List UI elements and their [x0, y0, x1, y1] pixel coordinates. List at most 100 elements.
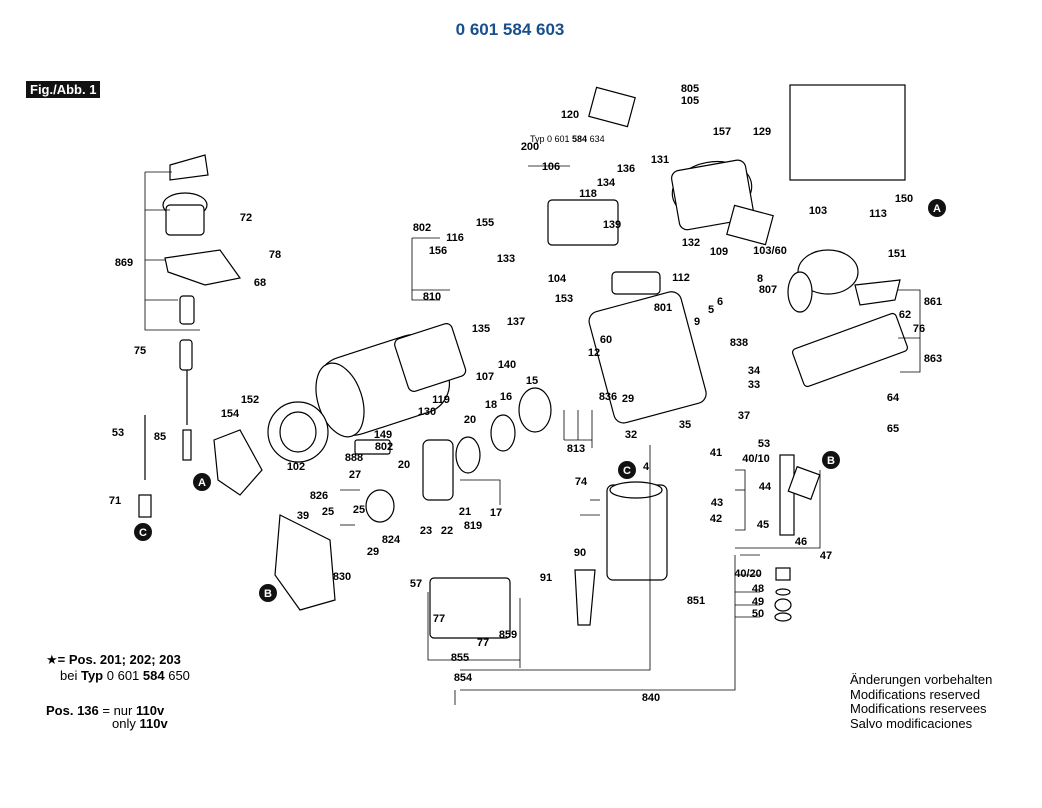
part-shape: [179, 339, 193, 371]
part-label: 42: [710, 513, 722, 525]
leader-line: [460, 445, 651, 671]
part-shape: [455, 436, 481, 474]
part-label: 40/10: [742, 453, 770, 465]
leader-line: [427, 592, 520, 661]
mods-line-en: Modifications reserved: [850, 686, 981, 702]
part-shape: [775, 567, 791, 581]
part-label: 103: [809, 205, 827, 217]
leader-line: [144, 172, 200, 331]
part-label: 112: [672, 272, 690, 284]
callout-marker-letter: A: [198, 477, 206, 489]
part-label: 802: [413, 222, 431, 234]
part-label: 39: [297, 510, 309, 522]
part-label: 136: [617, 163, 635, 175]
part-label: 859: [499, 629, 517, 641]
part-shape: [789, 84, 906, 181]
part-shape: [274, 514, 336, 611]
part-label: 836: [599, 391, 617, 403]
part-shape: [547, 199, 619, 246]
part-shape: [365, 489, 395, 523]
part-shape: [854, 279, 901, 306]
part-shape: [774, 598, 792, 612]
part-label: 23: [420, 525, 432, 537]
part-shape: [182, 429, 192, 461]
part-shape: [609, 481, 663, 499]
part-label: 104: [548, 273, 567, 285]
part-label: 76: [913, 323, 925, 335]
pos136-note: Pos. 136 = nur 110v: [46, 703, 164, 718]
callout-marker-disc: [928, 199, 946, 217]
part-label: 77: [433, 613, 445, 625]
part-shape: [574, 569, 596, 626]
leader-lines: [144, 165, 921, 705]
part-shape: [779, 454, 795, 536]
callout-marker-disc: [618, 461, 636, 479]
part-label: 103/60: [753, 245, 787, 257]
part-label: 830: [333, 571, 351, 583]
part-label: 133: [497, 253, 515, 265]
typ-prefix: Typ 0 601: [530, 134, 572, 144]
part-label: 107: [476, 371, 494, 383]
part-label: 819: [464, 520, 482, 532]
part-label: 116: [446, 232, 464, 244]
part-label: 851: [687, 595, 705, 607]
part-label: 29: [622, 393, 634, 405]
part-label: 20: [464, 414, 476, 426]
part-illustrations: [138, 84, 908, 639]
part-label: 137: [507, 316, 525, 328]
part-label: 135: [472, 323, 490, 335]
part-shape: [774, 612, 792, 622]
part-label: 813: [567, 443, 585, 455]
part-label: 150: [895, 193, 913, 205]
callout-marker-disc: [134, 523, 152, 541]
part-label: 102: [287, 461, 305, 473]
part-label: 85: [154, 431, 166, 443]
part-label: 62: [899, 309, 911, 321]
star-note-text: = Pos. 201; 202; 203: [57, 652, 181, 667]
part-label: 152: [241, 394, 259, 406]
leader-line: [411, 238, 440, 301]
part-label: 869: [115, 257, 133, 269]
part-label: 824: [382, 534, 401, 546]
part-label: 27: [349, 469, 361, 481]
bei-note: bei Typ 0 601 584 650: [60, 668, 190, 683]
part-shape: [787, 271, 813, 313]
part-label: 156: [429, 245, 447, 257]
part-label: 47: [820, 550, 832, 562]
part-label: 33: [748, 379, 760, 391]
part-label: 801: [654, 302, 672, 314]
part-label: 4: [643, 461, 650, 473]
part-label: 64: [887, 392, 900, 404]
part-label: 118: [579, 188, 597, 200]
part-label: 78: [269, 249, 281, 261]
part-label: 200: [521, 141, 539, 153]
part-label: 74: [575, 476, 588, 488]
part-label: 105: [681, 95, 699, 107]
part-label: 18: [485, 399, 497, 411]
part-label: 151: [888, 248, 906, 260]
leader-line: [898, 289, 921, 373]
pos136-text: = nur: [98, 703, 136, 718]
part-shape: [394, 323, 467, 392]
pos136-en-text: only: [112, 716, 140, 731]
part-shape: [611, 271, 661, 295]
part-shape: [490, 414, 516, 452]
part-shape: [138, 494, 152, 518]
callout-marker-disc: [259, 584, 277, 602]
part-label: 113: [869, 208, 887, 220]
typ-bold: 584: [572, 134, 587, 144]
callout-marker-letter: C: [623, 465, 631, 477]
part-label: 72: [240, 212, 252, 224]
part-label: 57: [410, 578, 422, 590]
part-label: 16: [500, 391, 512, 403]
part-label: 22: [441, 525, 453, 537]
part-label: 805: [681, 83, 699, 95]
mods-line-fr: Modifications reservees: [850, 701, 987, 716]
part-label: 71: [109, 495, 121, 507]
part-label: 106: [542, 161, 560, 173]
part-label: 48: [752, 583, 764, 595]
part-shape: [588, 86, 636, 128]
part-label: 5: [708, 304, 714, 316]
part-shape: [354, 439, 391, 455]
